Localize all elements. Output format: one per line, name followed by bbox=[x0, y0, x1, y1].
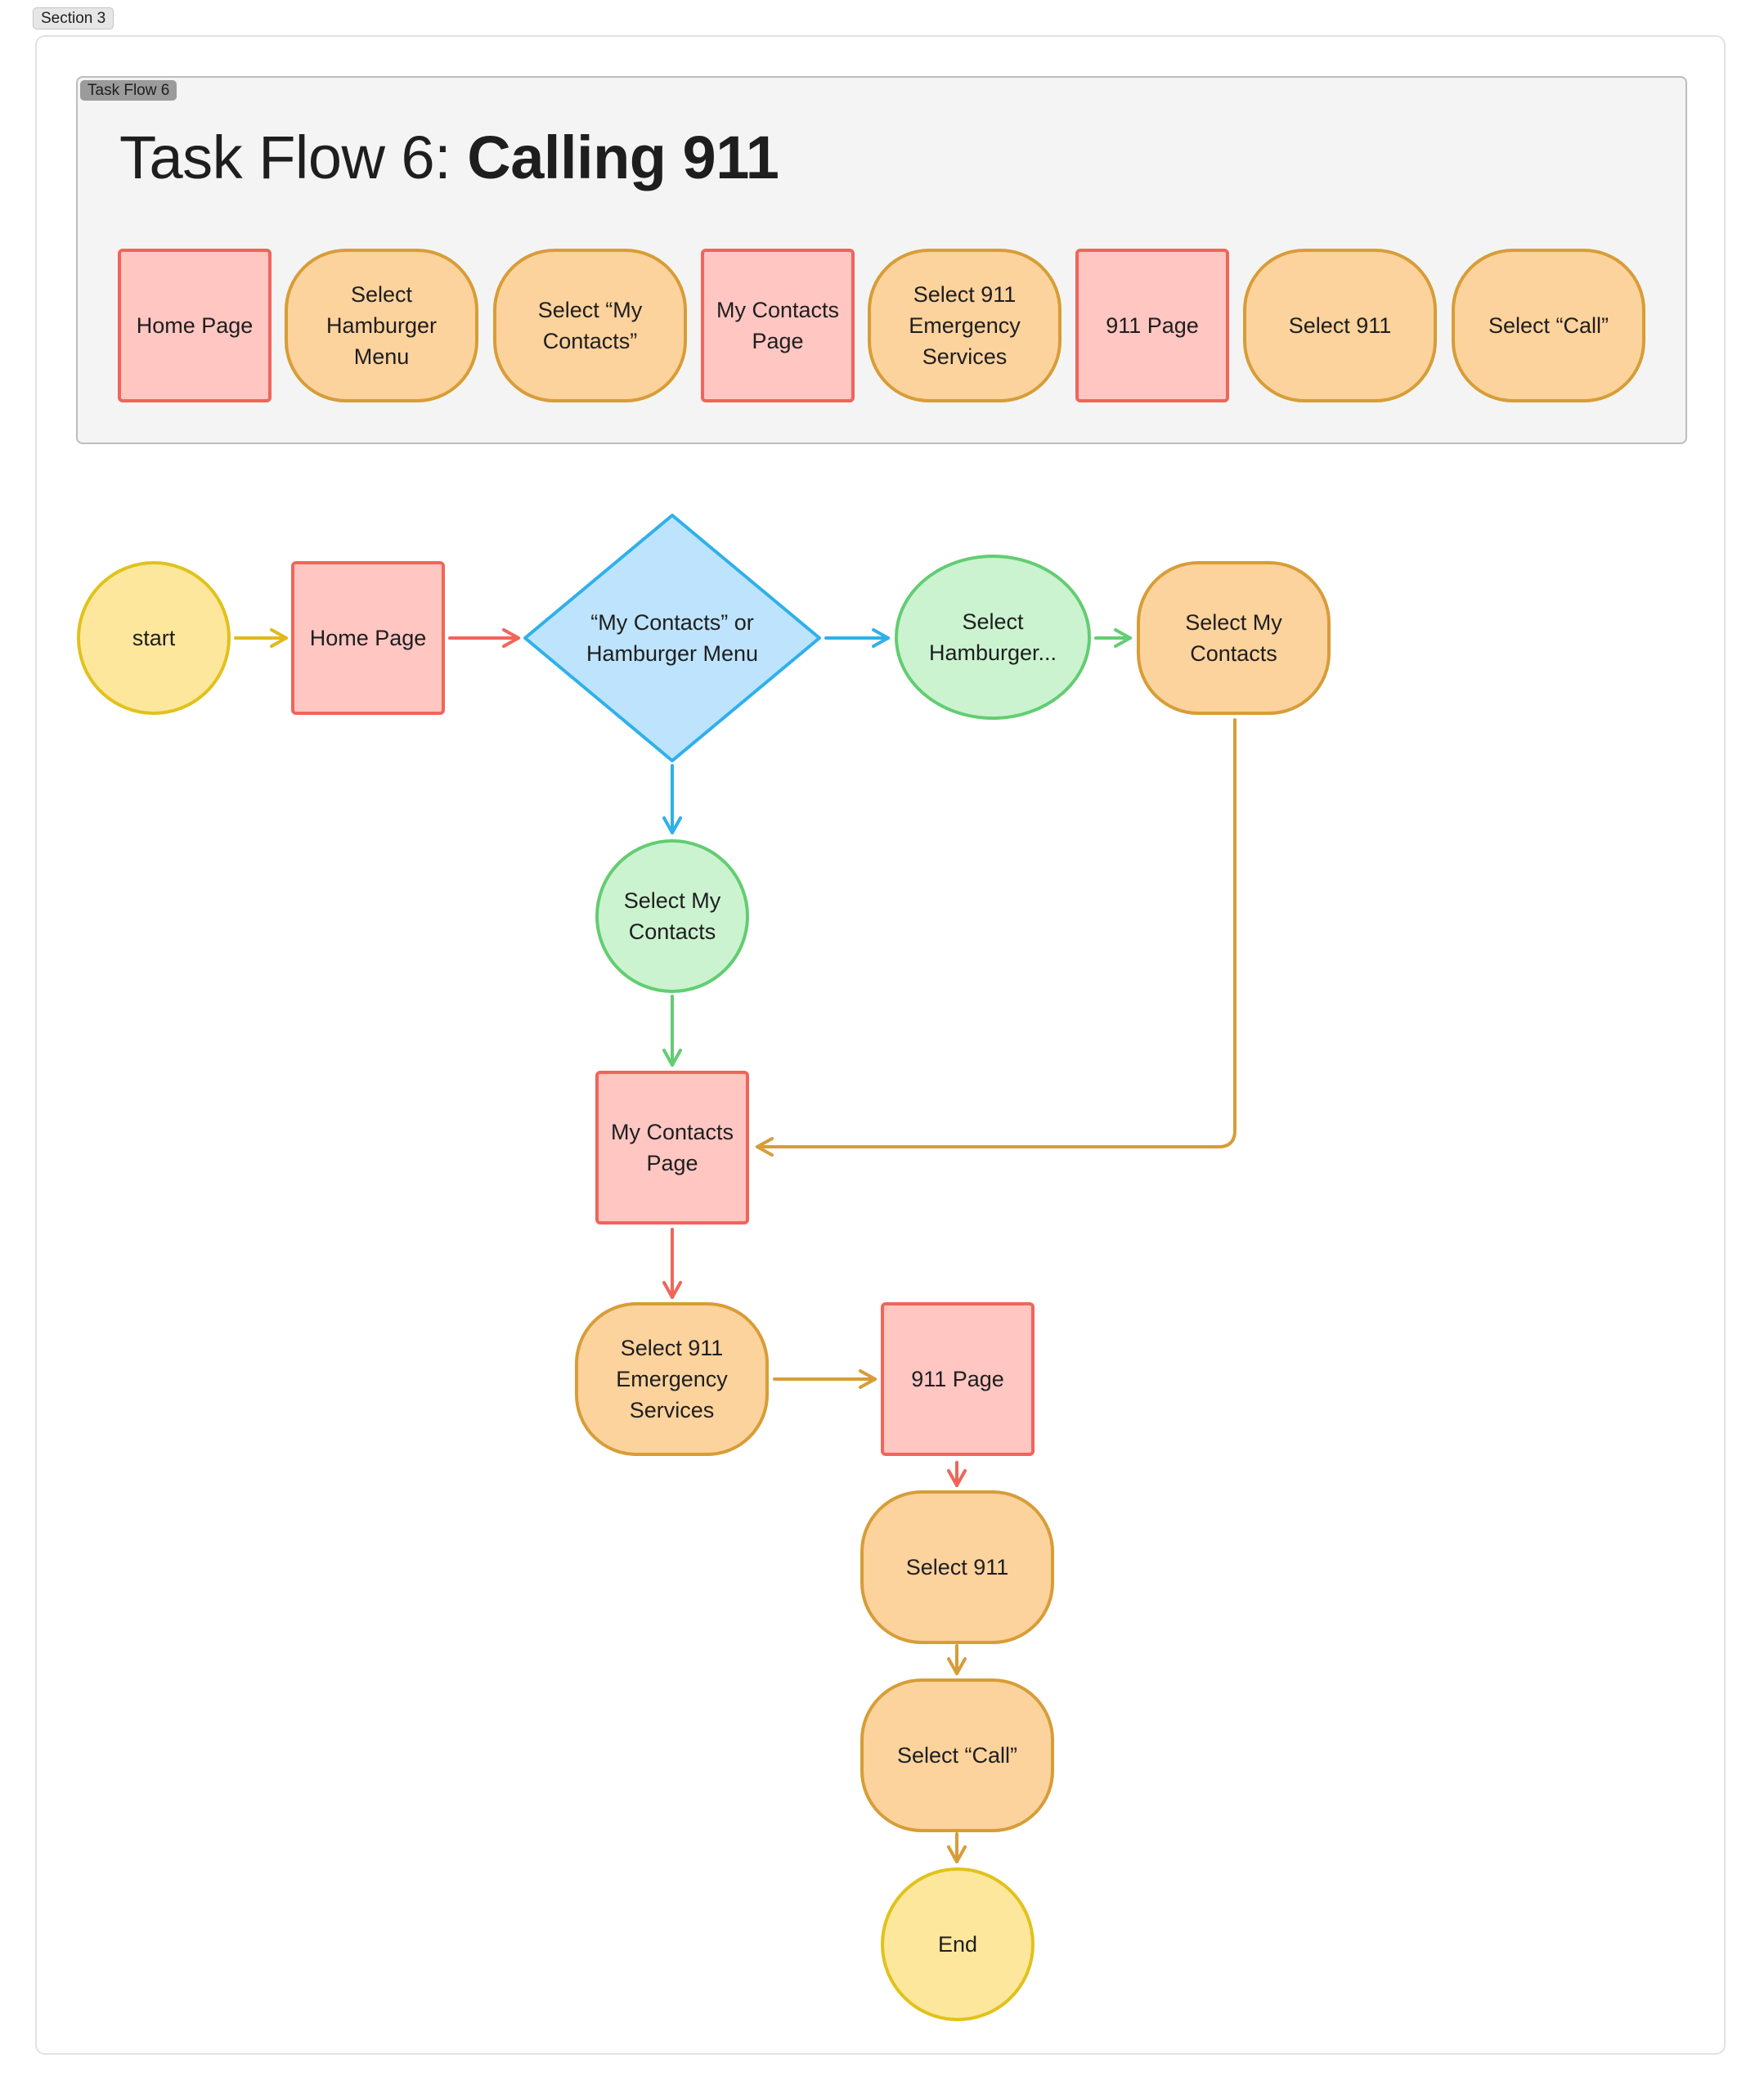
911-page-node[interactable]: 911 Page bbox=[881, 1302, 1035, 1456]
legend-my-contacts-page[interactable]: My Contacts Page bbox=[701, 249, 855, 402]
decision-label[interactable]: “My Contacts” or Hamburger Menu bbox=[586, 610, 759, 666]
decision-diamond bbox=[523, 514, 821, 762]
select-my-contacts-choice-node[interactable]: Select My Contacts bbox=[595, 839, 749, 993]
home-page-node[interactable]: Home Page bbox=[291, 561, 445, 715]
legend-select-call[interactable]: Select “Call” bbox=[1452, 249, 1645, 402]
legend-911-page[interactable]: 911 Page bbox=[1075, 249, 1229, 402]
frame-label[interactable]: Task Flow 6 bbox=[80, 80, 177, 101]
section-frame bbox=[35, 35, 1726, 2055]
select-call-node[interactable]: Select “Call” bbox=[860, 1678, 1054, 1832]
select-911-emergency-node[interactable]: Select 911 Emergency Services bbox=[575, 1302, 769, 1456]
legend-select-911-emergency[interactable]: Select 911 Emergency Services bbox=[868, 249, 1062, 402]
page-title: Task Flow 6: Calling 911 bbox=[119, 121, 779, 195]
legend-home-page[interactable]: Home Page bbox=[118, 249, 272, 402]
select-my-contacts-action-node[interactable]: Select My Contacts bbox=[1137, 561, 1331, 715]
legend-select-my-contacts[interactable]: Select “My Contacts” bbox=[493, 249, 687, 402]
start-node[interactable]: start bbox=[77, 561, 231, 715]
legend-select-911[interactable]: Select 911 bbox=[1243, 249, 1437, 402]
end-node[interactable]: End bbox=[881, 1867, 1035, 2021]
section-label[interactable]: Section 3 bbox=[33, 7, 114, 29]
title-prefix: Task Flow 6: bbox=[119, 124, 468, 191]
select-hamburger-node[interactable]: Select Hamburger... bbox=[895, 555, 1091, 720]
arrow-select-contacts-to-contacts-page bbox=[756, 718, 1237, 1157]
my-contacts-page-node[interactable]: My Contacts Page bbox=[595, 1071, 749, 1224]
legend-select-hamburger-menu[interactable]: Select Hamburger Menu bbox=[285, 249, 478, 402]
select-911-node[interactable]: Select 911 bbox=[860, 1490, 1054, 1644]
title-emphasis: Calling 911 bbox=[467, 124, 779, 191]
